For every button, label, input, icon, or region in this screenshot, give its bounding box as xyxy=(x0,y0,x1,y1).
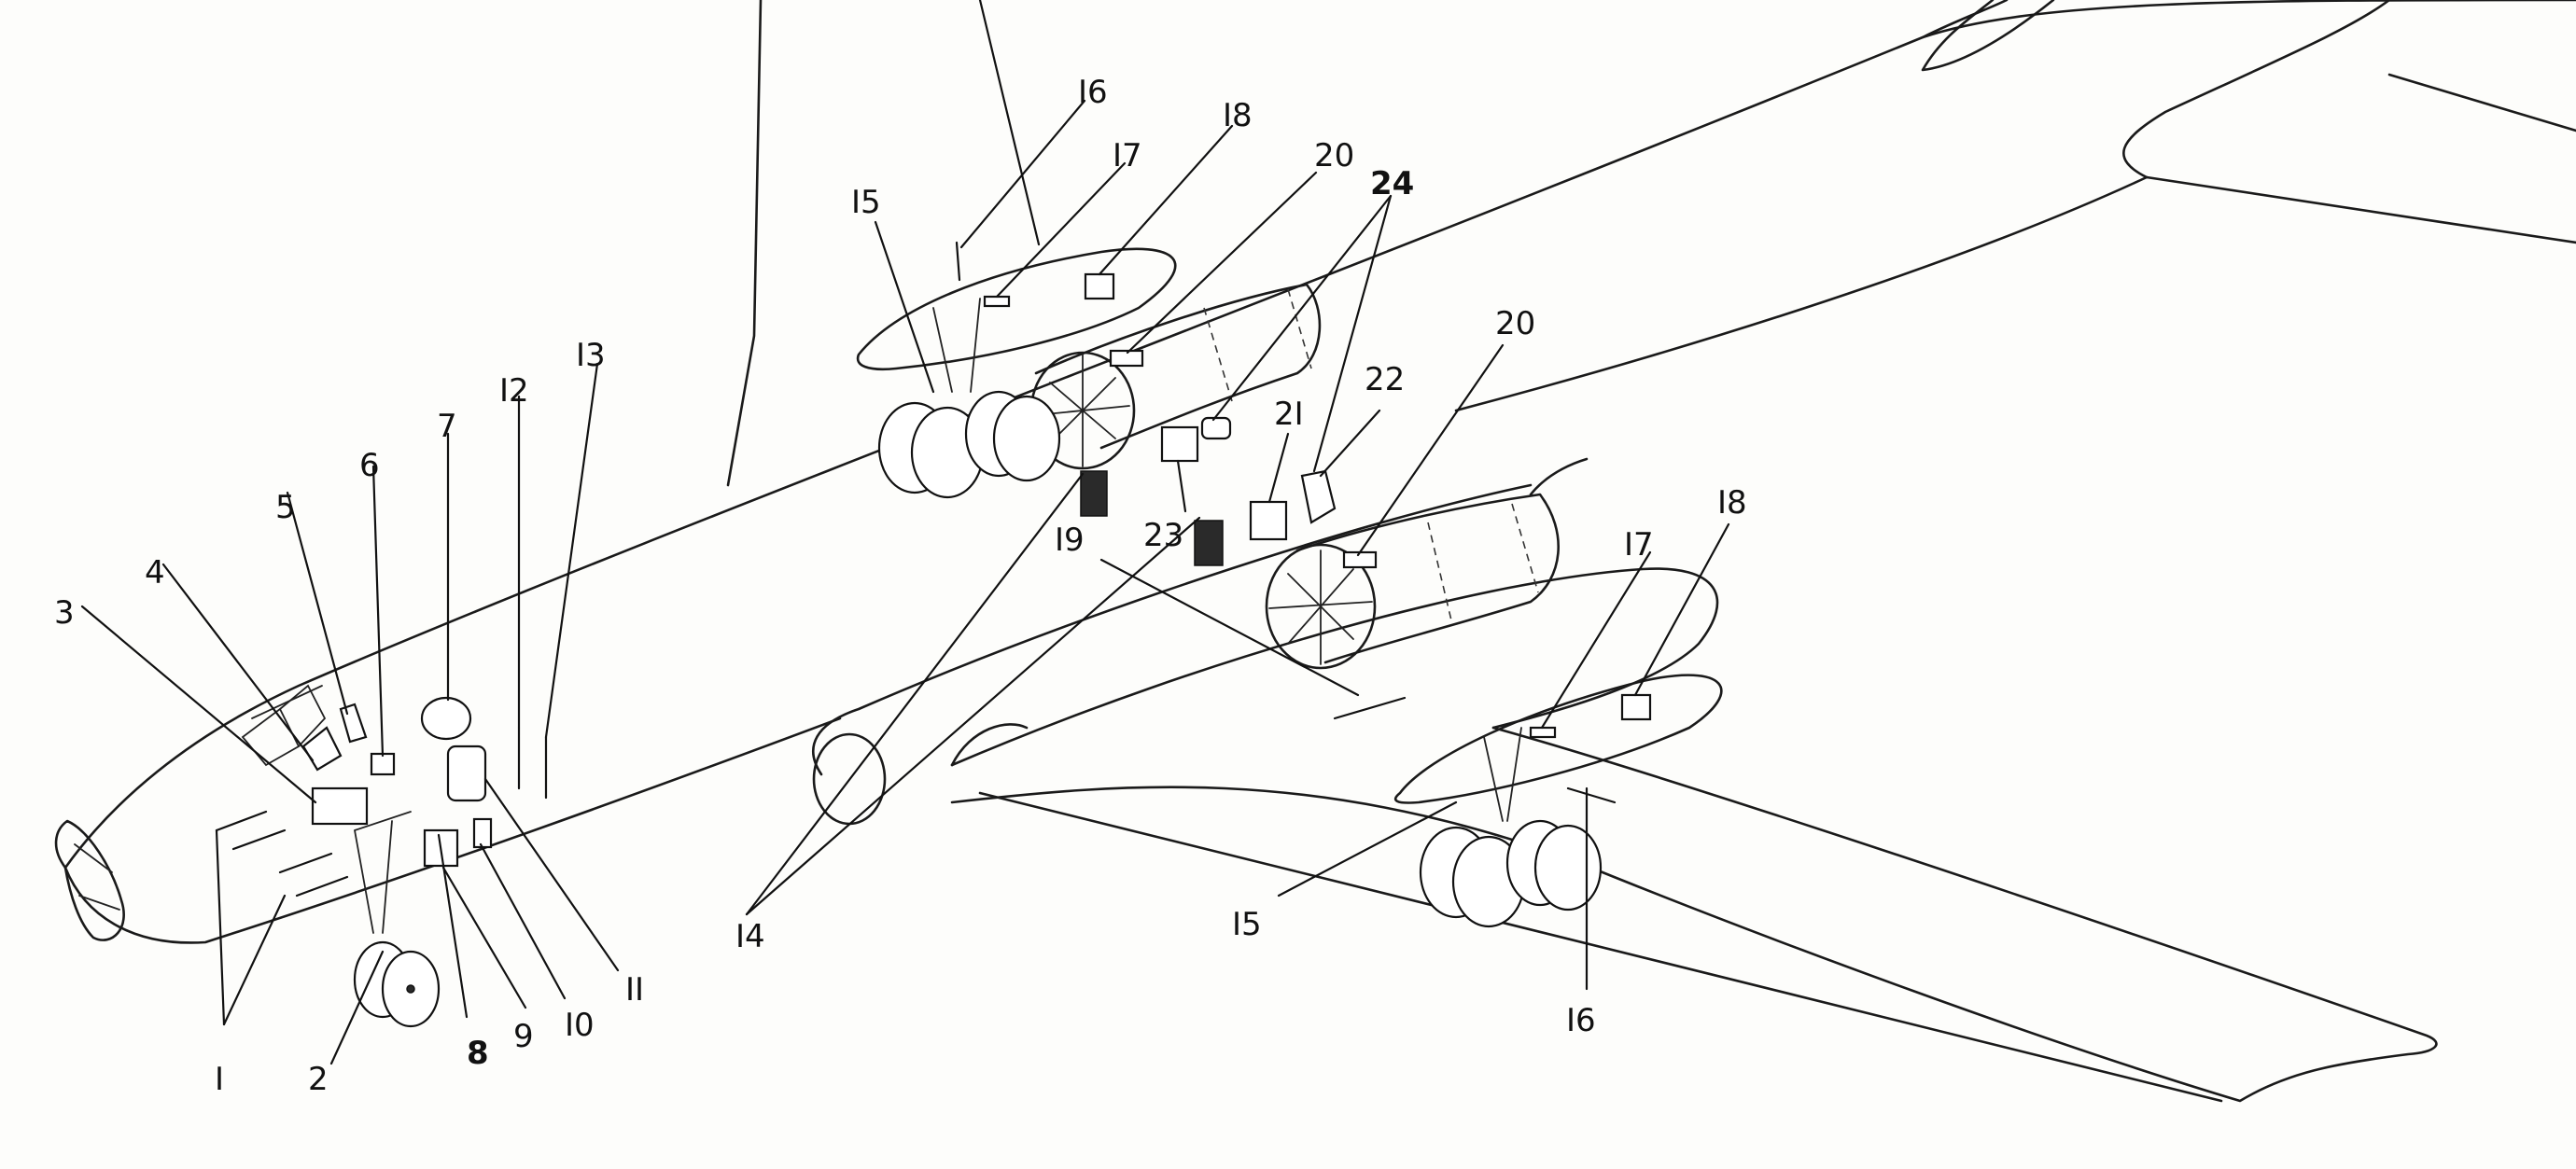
label-3: 3 xyxy=(54,594,75,632)
label-18-far: I8 xyxy=(1223,97,1253,134)
label-4: 4 xyxy=(145,554,165,591)
label-14: I4 xyxy=(735,918,765,955)
label-1: I xyxy=(215,1061,224,1098)
label-17-near: I7 xyxy=(1624,526,1654,564)
label-23: 23 xyxy=(1143,517,1183,554)
label-16-far: I6 xyxy=(1078,74,1108,111)
label-22: 22 xyxy=(1365,361,1405,398)
near-main-landing-gear xyxy=(1394,674,1723,928)
nose-landing-gear xyxy=(353,811,441,1028)
label-8: 8 xyxy=(467,1035,489,1072)
label-15-near: I5 xyxy=(1232,906,1262,943)
label-11: II xyxy=(625,971,644,1009)
part-labels: I 2 3 4 5 6 7 8 9 I0 II I2 I3 I4 I5 I5 I… xyxy=(54,74,1747,1098)
label-15-far: I5 xyxy=(851,184,881,221)
label-5: 5 xyxy=(275,489,296,526)
label-20-top: 20 xyxy=(1314,137,1354,174)
label-2: 2 xyxy=(308,1061,329,1098)
label-19: I9 xyxy=(1055,522,1085,559)
far-main-landing-gear xyxy=(877,298,1061,499)
label-9: 9 xyxy=(513,1018,534,1055)
label-18-near: I8 xyxy=(1717,484,1747,522)
horizontal-stabilizer xyxy=(1921,0,2576,244)
label-7: 7 xyxy=(437,408,457,445)
label-20-mid: 20 xyxy=(1495,305,1535,342)
label-24: 24 xyxy=(1370,165,1414,202)
parts xyxy=(215,241,1652,898)
label-16-near: I6 xyxy=(1566,1002,1596,1039)
label-13: I3 xyxy=(576,337,606,374)
fuselage xyxy=(54,0,2576,944)
label-21: 2I xyxy=(1274,396,1304,433)
label-10: I0 xyxy=(565,1007,595,1044)
label-12: I2 xyxy=(499,372,529,410)
leader-lines xyxy=(80,0,1730,1065)
label-6: 6 xyxy=(359,447,380,484)
label-17-far: I7 xyxy=(1113,137,1142,174)
